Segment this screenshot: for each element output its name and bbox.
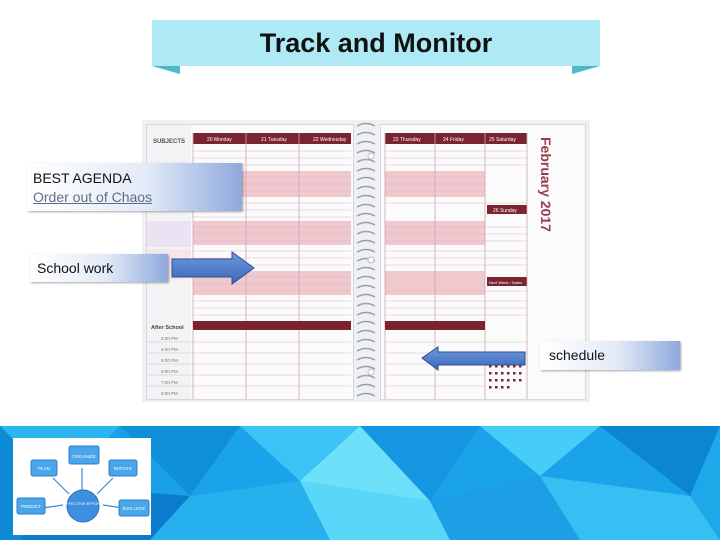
spiral-ring [356, 320, 376, 325]
title-ribbon: Track and Monitor [152, 20, 600, 66]
node-label: EVALUATE [123, 506, 146, 511]
spiral-ring [356, 203, 376, 208]
day-label: 24 Friday [443, 137, 464, 143]
time-label: 7:00 PM [161, 380, 178, 385]
after-school-label: After School [151, 325, 184, 331]
binder-hole [367, 256, 375, 264]
spiral-ring [356, 230, 376, 235]
diagram-node-plan [30, 459, 58, 477]
node-label: INITIATE [114, 466, 132, 471]
spiral-ring [356, 365, 376, 370]
spiral-ring [356, 167, 376, 172]
diagram-center [66, 489, 100, 523]
binder-hole [367, 152, 375, 160]
node-label: PREDICT [21, 504, 41, 509]
diagram-svg: ORGANIZE PLAN INITIATE PREDICT EVALUATE … [16, 445, 150, 523]
day-header-bar [193, 133, 351, 144]
arrow-right-icon [171, 251, 255, 285]
spiral-ring [356, 356, 376, 361]
schedule-label: schedule [540, 341, 680, 370]
subject-block [147, 221, 191, 247]
spiral-ring [356, 149, 376, 154]
ribbon-fold-right [572, 66, 600, 74]
spiral-ring [356, 194, 376, 199]
spiral-ring [356, 185, 376, 190]
spiral-ring [356, 302, 376, 307]
spiral-ring [356, 248, 376, 253]
diagram-node-initiate [108, 459, 138, 477]
day-label: 23 Thursday [393, 137, 421, 143]
slide-title: Track and Monitor [259, 27, 493, 58]
diagram-node-predict [16, 497, 46, 515]
spiral-ring [356, 158, 376, 163]
subjects-header: SUBJECTS [153, 139, 185, 145]
spiral-ring [356, 239, 376, 244]
spiral-ring [356, 338, 376, 343]
notes-header [487, 277, 527, 286]
diagram-node-organize [68, 445, 100, 465]
effective-effort-diagram: ORGANIZE PLAN INITIATE PREDICT EVALUATE … [13, 438, 151, 535]
time-label: 3:00 PM [161, 336, 178, 341]
school-work-label: School work [30, 254, 168, 282]
best-agenda-link[interactable]: Order out of Chaos [33, 189, 153, 205]
notes-label: Next Week / Notes [489, 280, 522, 285]
spiral-ring [356, 392, 376, 397]
best-agenda-label: BEST AGENDA Order out of Chaos [27, 163, 242, 211]
diagram-node-evaluate [118, 499, 150, 517]
ribbon-fold-left [152, 66, 180, 74]
planner-right-grid: 23 Thursday 24 Friday 25 Saturday 26 Sun… [384, 133, 554, 399]
day-label: 20 Monday [207, 137, 232, 143]
best-agenda-title: BEST AGENDA [33, 170, 132, 186]
time-label: 6:00 PM [161, 369, 178, 374]
mini-calendar [489, 365, 522, 389]
node-label: PLAN [38, 466, 50, 471]
spiral-ring [356, 122, 376, 127]
spiral-ring [356, 284, 376, 289]
sunday-header [487, 205, 527, 214]
spiral-ring [356, 311, 376, 316]
spiral-ring [356, 266, 376, 271]
day-label: 25 Saturday [489, 137, 516, 143]
sunday-label: 26 Sunday [493, 208, 517, 214]
day-header-bar [385, 133, 527, 144]
spiral-ring [356, 347, 376, 352]
time-label: 4:00 PM [161, 347, 178, 352]
spiral-ring [356, 131, 376, 136]
spiral-ring [356, 212, 376, 217]
month-title: February 2017 [538, 137, 554, 232]
after-school-bar [193, 321, 351, 330]
time-label: 8:00 PM [161, 391, 178, 396]
day-label: 21 Tuesday [261, 137, 287, 143]
spiral-ring [356, 221, 376, 226]
after-school-bar [385, 321, 485, 330]
day-label: 22 Wednesday [313, 137, 347, 143]
center-label: EFFECTIVE EFFORT [63, 501, 103, 506]
binder-hole [367, 368, 375, 376]
spiral-ring [356, 140, 376, 145]
spiral-ring [356, 383, 376, 388]
node-label: ORGANIZE [72, 454, 96, 459]
spiral-ring [356, 275, 376, 280]
spiral-ring [356, 329, 376, 334]
time-label: 5:00 PM [161, 358, 178, 363]
spiral-ring [356, 293, 376, 298]
arrow-left-icon [421, 346, 526, 371]
spiral-binding [356, 122, 376, 397]
subject-band [193, 221, 351, 245]
spiral-ring [356, 176, 376, 181]
spiral-ring [356, 374, 376, 379]
